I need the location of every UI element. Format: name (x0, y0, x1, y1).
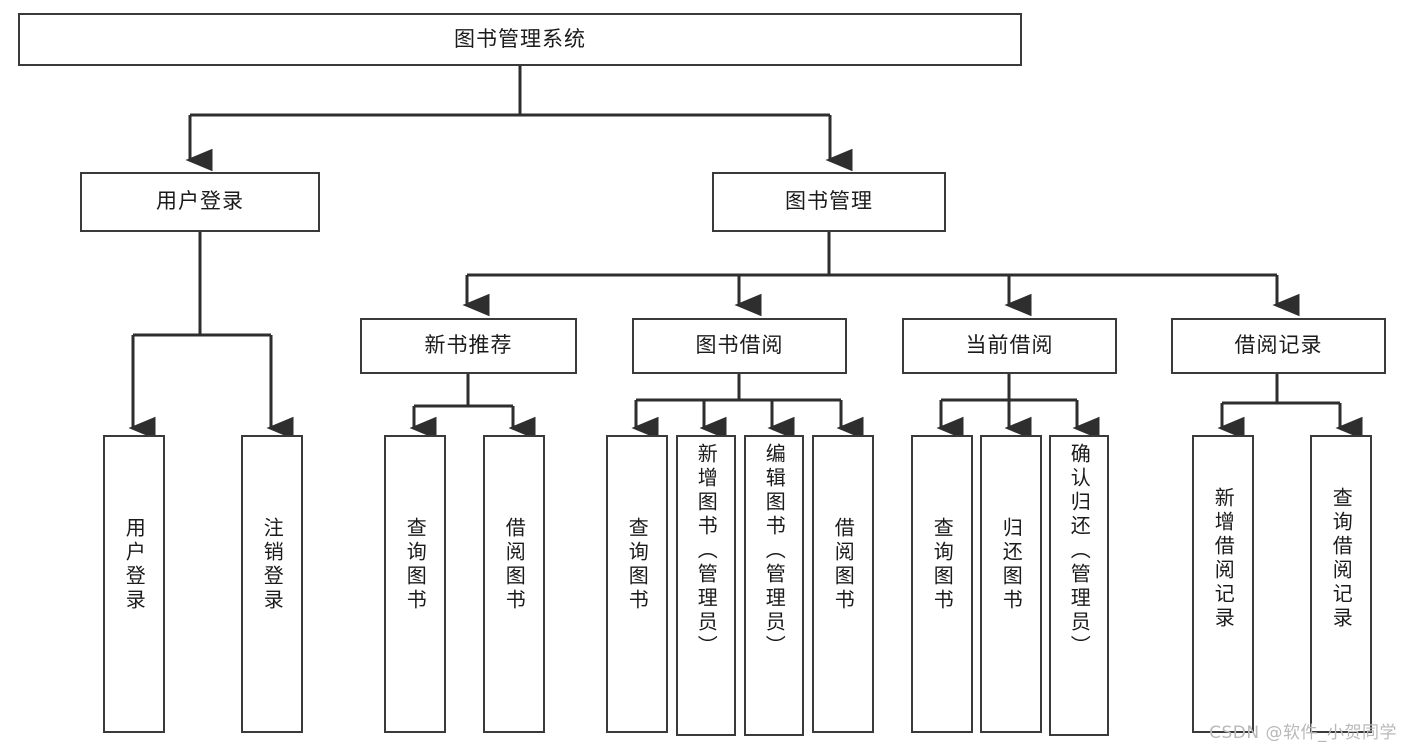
leaf-add-book[interactable]: 新增图书（管理员） (676, 435, 736, 736)
leaf-query-book-current[interactable]: 查询图书 (911, 435, 973, 733)
leaf-borrow-book-borrow[interactable]: 借阅图书 (812, 435, 874, 733)
node-root-system[interactable]: 图书管理系统 (18, 13, 1022, 66)
leaf-label: 查询图书 (930, 517, 955, 613)
leaf-return-book[interactable]: 归还图书 (980, 435, 1042, 733)
leaf-borrow-book-new[interactable]: 借阅图书 (483, 435, 545, 733)
leaf-confirm-return[interactable]: 确认归还（管理员） (1049, 435, 1109, 736)
leaf-query-book-borrow[interactable]: 查询图书 (606, 435, 668, 733)
node-current-borrow[interactable]: 当前借阅 (902, 318, 1117, 374)
leaf-label: 查询图书 (403, 517, 428, 613)
leaf-query-book-new[interactable]: 查询图书 (384, 435, 446, 733)
leaf-label: 借阅图书 (831, 517, 856, 613)
node-book-management[interactable]: 图书管理 (712, 172, 946, 232)
leaf-label: 用户登录 (122, 517, 147, 613)
leaf-query-record[interactable]: 查询借阅记录 (1310, 435, 1372, 733)
leaf-label: 确认归还（管理员） (1067, 443, 1092, 659)
leaf-label: 新增借阅记录 (1211, 487, 1236, 631)
leaf-user-login[interactable]: 用户登录 (103, 435, 165, 733)
leaf-label: 查询图书 (625, 517, 650, 613)
leaf-label: 编辑图书（管理员） (762, 443, 787, 659)
node-new-book-recommend[interactable]: 新书推荐 (360, 318, 577, 374)
leaf-label: 借阅图书 (502, 517, 527, 613)
leaf-edit-book[interactable]: 编辑图书（管理员） (744, 435, 804, 736)
node-borrow-record[interactable]: 借阅记录 (1171, 318, 1386, 374)
leaf-add-record[interactable]: 新增借阅记录 (1192, 435, 1254, 733)
leaf-label: 新增图书（管理员） (694, 443, 719, 659)
leaf-label: 注销登录 (260, 517, 285, 613)
node-user-login[interactable]: 用户登录 (80, 172, 320, 232)
leaf-label: 归还图书 (999, 517, 1024, 613)
leaf-logout-login[interactable]: 注销登录 (241, 435, 303, 733)
csdn-watermark: CSDN @软件_小贺同学 (1209, 723, 1397, 743)
leaf-label: 查询借阅记录 (1329, 487, 1354, 631)
node-book-borrow[interactable]: 图书借阅 (632, 318, 847, 374)
